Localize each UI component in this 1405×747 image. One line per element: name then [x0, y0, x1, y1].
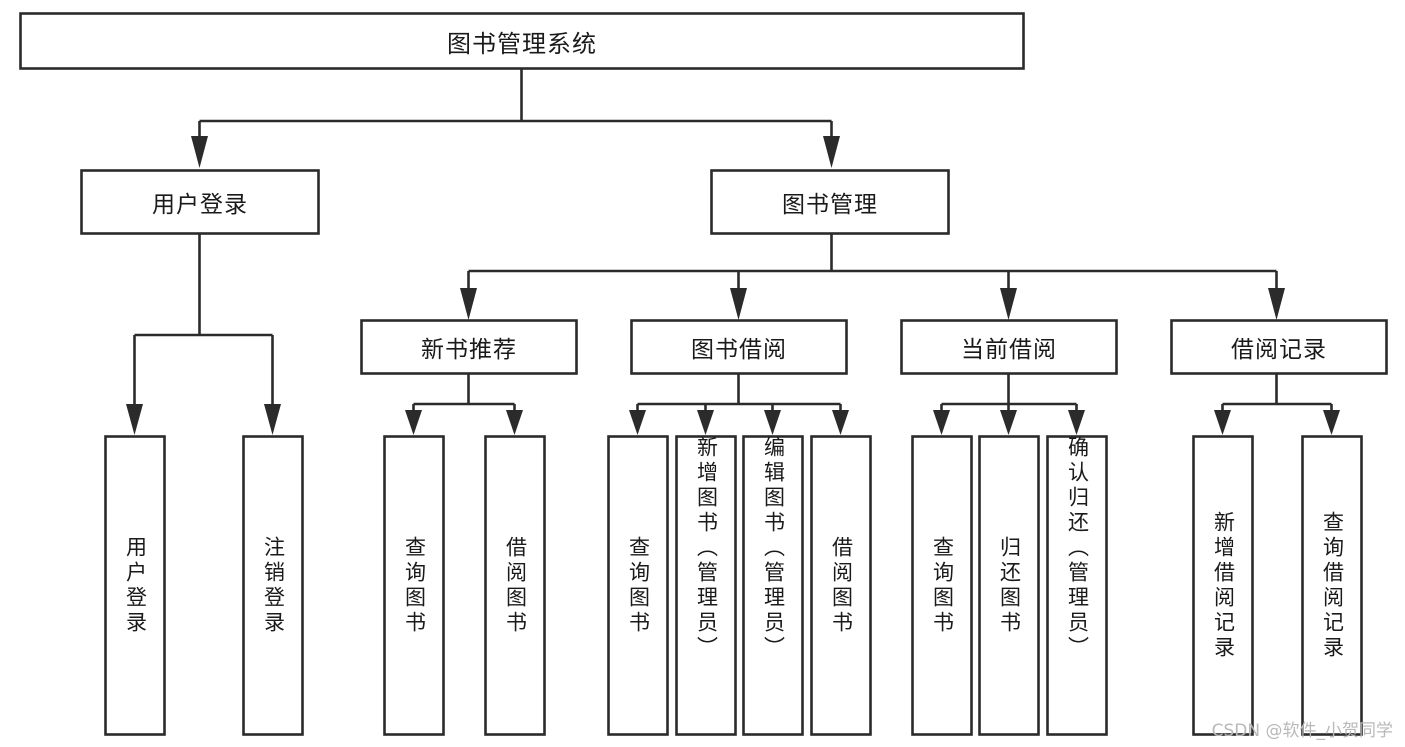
connector-group-book-manage [460, 233, 1285, 320]
arrow-head-leaf-confirm-return [1068, 410, 1085, 435]
arrow-head-leaf-borrow-book-1 [506, 410, 523, 435]
node-leaf-return-book[interactable] [978, 435, 1040, 736]
node-current-borrow[interactable] [900, 319, 1118, 375]
node-leaf-query-record[interactable] [1301, 435, 1363, 736]
connector-group-new-book-recommend [405, 373, 523, 435]
node-root[interactable] [19, 12, 1025, 70]
node-borrow-record[interactable] [1170, 319, 1388, 375]
node-leaf-add-record[interactable] [1192, 435, 1254, 736]
arrow-head-borrow-record [1268, 288, 1285, 320]
arrow-head-leaf-query-book-2 [629, 410, 646, 435]
arrow-head-book-manage [823, 136, 840, 168]
connector-group-current-borrow [933, 373, 1085, 435]
node-new-book-recommend[interactable] [360, 319, 578, 375]
arrow-head-leaf-add-book [697, 410, 714, 435]
arrow-head-leaf-return-book [1000, 410, 1017, 435]
arrow-head-leaf-edit-book [764, 410, 781, 435]
node-leaf-user-logout[interactable] [242, 435, 304, 736]
arrow-head-user-login [191, 136, 208, 168]
node-book-manage[interactable] [710, 169, 950, 235]
node-leaf-query-book-1[interactable] [383, 435, 445, 736]
node-leaf-query-book-3[interactable] [911, 435, 973, 736]
connector-group-borrow-record [1214, 373, 1340, 435]
arrow-head-current-borrow [1000, 288, 1017, 320]
node-leaf-query-book-2[interactable] [607, 435, 669, 736]
node-book-borrow[interactable] [630, 319, 848, 375]
arrow-head-leaf-add-record [1214, 410, 1231, 435]
node-user-login[interactable] [80, 169, 320, 235]
node-leaf-add-book[interactable] [675, 435, 737, 736]
node-leaf-user-login[interactable] [104, 435, 166, 736]
arrow-head-leaf-user-login [126, 404, 143, 435]
node-leaf-confirm-return[interactable] [1046, 435, 1108, 736]
arrow-head-leaf-borrow-book-2 [832, 410, 849, 435]
node-leaf-borrow-book-2[interactable] [810, 435, 872, 736]
node-leaf-edit-book[interactable] [742, 435, 804, 736]
arrow-head-leaf-query-record [1323, 410, 1340, 435]
arrow-head-leaf-query-book-3 [933, 410, 950, 435]
node-leaf-borrow-book-1[interactable] [484, 435, 546, 736]
arrow-head-leaf-query-book-1 [405, 410, 422, 435]
connector-group-user-login [126, 233, 281, 435]
arrow-head-book-borrow [730, 288, 747, 320]
connector-group-book-borrow [629, 373, 849, 435]
arrow-head-new-book-recommend [460, 288, 477, 320]
arrow-head-leaf-user-logout [264, 404, 281, 435]
connector-group-root [191, 68, 840, 168]
